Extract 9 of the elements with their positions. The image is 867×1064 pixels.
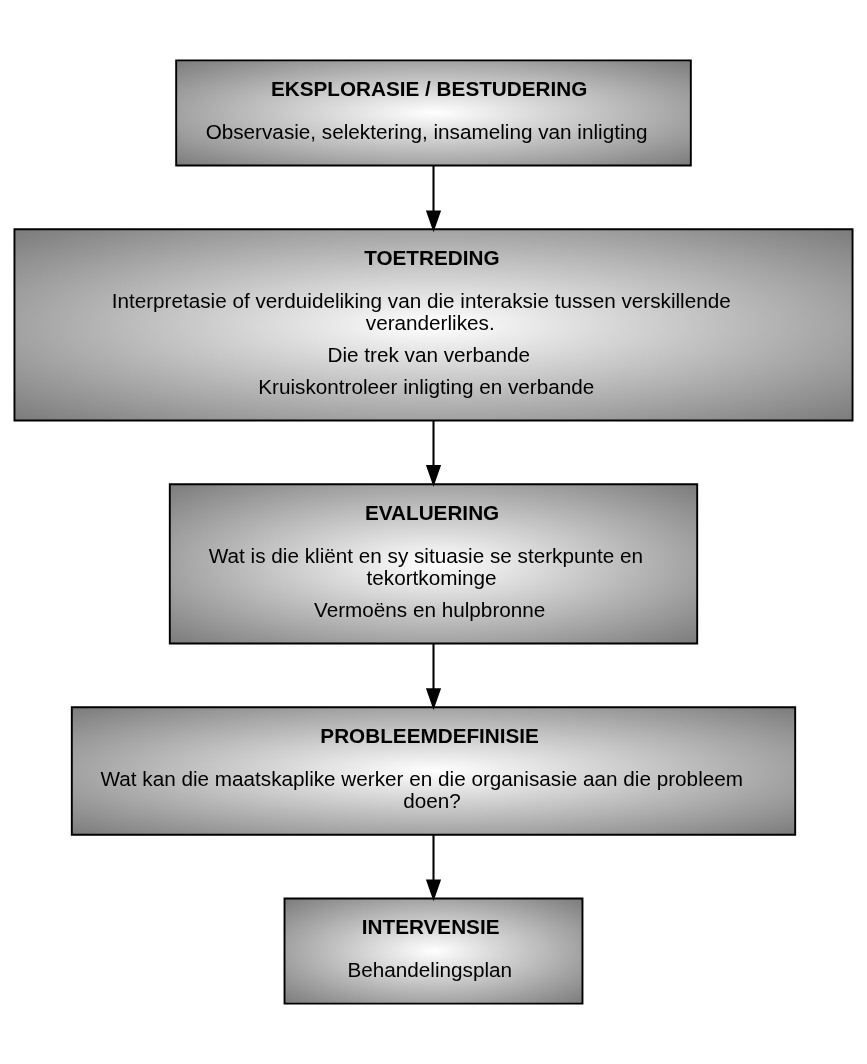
node-box: PROBLEEMDEFINISIE Wat kan die maatskaplike werker en die organisasie aan die probleem doen? — [70, 706, 797, 836]
node-box: TOETREDING Interpretasie of verduideliking van die interaksie tussen verskillende veranderlikes. Die trek van verbande Kruiskontroleer inligting en verbande — [13, 228, 854, 422]
arrow — [425, 643, 442, 710]
arrow — [425, 834, 442, 902]
node-box: EVALUERING Wat is die kliënt en sy situasie se sterkpunte en tekortkominge Vermoëns en hulpbronne — [168, 483, 699, 645]
node-box: INTERVENSIE Behandelingsplan — [283, 897, 584, 1005]
arrow — [425, 165, 442, 233]
arrow — [425, 421, 442, 487]
node-box: EKSPLORASIE / BESTUDERING Observasie, selektering, insameling van inligting — [175, 59, 692, 167]
